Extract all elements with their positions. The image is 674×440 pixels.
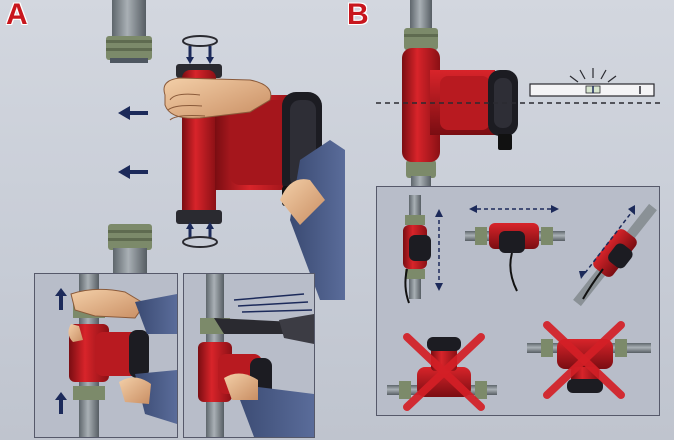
gasket-bottom (182, 222, 218, 248)
orientation-panel-b (376, 186, 660, 416)
spirit-level (529, 68, 655, 97)
section-label-a: A (6, 0, 28, 31)
forbidden-orientation-motor-up (387, 333, 497, 411)
inset-panel-a2 (183, 273, 315, 438)
circulation-pump-b (402, 48, 518, 162)
gasket-top (182, 35, 218, 64)
allowed-orientation-diagonal (573, 203, 657, 307)
arm-right (280, 140, 345, 300)
allowed-orientation-horizontal (465, 205, 565, 292)
hand-holding-pump (163, 77, 272, 121)
inset-panel-a1 (34, 273, 178, 438)
flow-arrow-lower (118, 165, 148, 179)
allowed-orientation-vertical (403, 195, 443, 304)
flow-arrow-upper (118, 106, 148, 120)
upper-pipe (106, 0, 152, 63)
section-label-b: B (347, 0, 369, 31)
forbidden-orientation-motor-down (527, 321, 651, 399)
